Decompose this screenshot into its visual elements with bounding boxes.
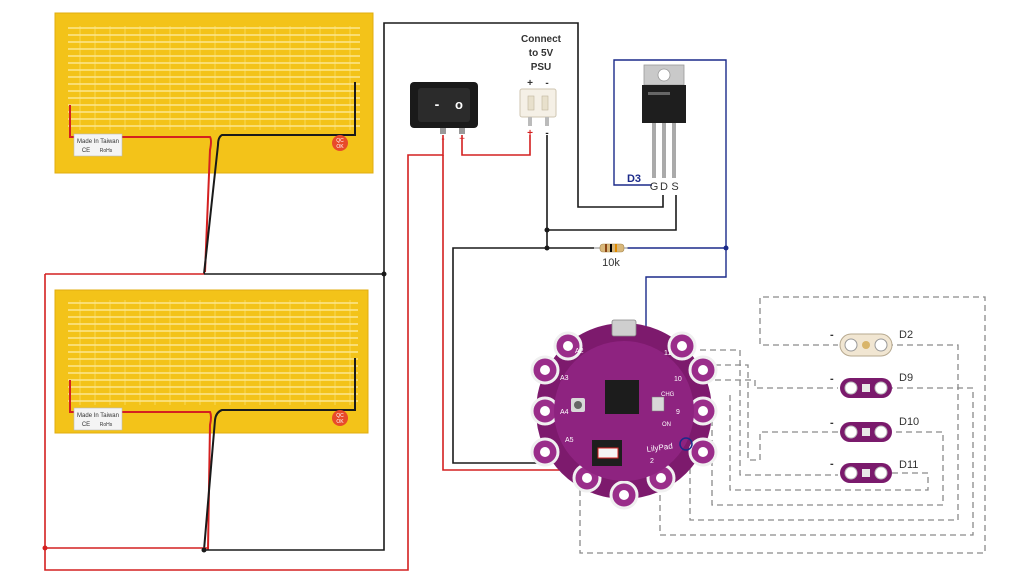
psu-minus-pin: - bbox=[545, 128, 548, 139]
mosfet-gate-label: G bbox=[650, 181, 659, 193]
pad-label-9: 9 bbox=[676, 409, 680, 416]
mosfet-pin-label: D3 bbox=[627, 173, 641, 185]
led-d10-minus: - bbox=[830, 417, 834, 429]
resistor-value-label: 10k bbox=[602, 257, 620, 269]
heater-label-rohs: RoHs bbox=[100, 148, 113, 154]
pad-label-a4: A4 bbox=[560, 409, 569, 416]
black-wires bbox=[204, 22, 677, 551]
pad-label-a5: A5 bbox=[565, 437, 574, 444]
lilypad-board: A2 A3 A4 A5 11 10 9 2 CHG ON LilyPad bbox=[530, 319, 718, 510]
switch-minus: - bbox=[441, 134, 444, 145]
heater-pad-2: Made In Taiwan CE RoHs QC OK bbox=[54, 289, 369, 551]
led-d2-minus: - bbox=[830, 329, 834, 341]
psu-label-line2: to 5V bbox=[529, 48, 554, 59]
pad-label-11: 11 bbox=[664, 350, 671, 357]
psu-connector: Connect to 5V PSU + - + - bbox=[519, 34, 562, 139]
psu-label-line3: PSU bbox=[531, 62, 552, 73]
pad-label-10: 10 bbox=[674, 376, 682, 383]
junction-dots bbox=[42, 227, 729, 553]
heater-2-label-ce: CE bbox=[82, 422, 90, 428]
led-d10-pin-label: D10 bbox=[899, 416, 919, 428]
psu-plus-top: + bbox=[527, 78, 533, 89]
pad-label-a2: A2 bbox=[575, 348, 584, 355]
psu-label-line1: Connect bbox=[521, 34, 562, 45]
heater-ok-mark: OK bbox=[336, 144, 344, 150]
mosfet-drain-label: D bbox=[660, 181, 668, 193]
led-d11-minus: - bbox=[830, 458, 834, 470]
rocker-switch: - o - + bbox=[410, 82, 478, 145]
heater-2-ok-mark: OK bbox=[336, 419, 344, 425]
heater-label-ce: CE bbox=[82, 148, 90, 154]
led-d11-pin-label: D11 bbox=[899, 459, 918, 471]
heater-2-label-rohs: RoHs bbox=[100, 422, 113, 428]
led-d9-pin-label: D9 bbox=[899, 372, 913, 384]
heater-label-made-in: Made In Taiwan bbox=[77, 139, 119, 145]
board-brand-label: LilyPad bbox=[646, 441, 673, 454]
switch-on-symbol: - bbox=[435, 96, 440, 112]
board-chg-label: CHG bbox=[661, 392, 675, 398]
resistor: 10k bbox=[547, 243, 628, 269]
led-d9: - D9 bbox=[830, 372, 913, 398]
pad-label-2: 2 bbox=[650, 458, 654, 465]
mosfet: G D S D3 bbox=[627, 64, 686, 193]
switch-plus: + bbox=[459, 134, 465, 145]
mosfet-source-label: S bbox=[671, 181, 678, 193]
led-d10: - D10 bbox=[830, 416, 919, 442]
dashed-led-wires bbox=[579, 296, 986, 554]
led-d2: - D2 bbox=[830, 329, 913, 357]
switch-off-symbol: o bbox=[455, 97, 463, 112]
led-d2-pin-label: D2 bbox=[899, 329, 913, 341]
psu-minus-top: - bbox=[545, 78, 548, 89]
heater-2-qc-mark: QC bbox=[336, 413, 344, 419]
blue-wires bbox=[613, 59, 727, 335]
psu-plus-pin: + bbox=[527, 128, 533, 139]
board-on-label: ON bbox=[662, 422, 671, 428]
heater-qc-mark: QC bbox=[336, 138, 344, 144]
pad-label-a3: A3 bbox=[560, 375, 569, 382]
heater-2-label-made-in: Made In Taiwan bbox=[77, 413, 119, 419]
led-d9-minus: - bbox=[830, 373, 834, 385]
led-d11: - D11 bbox=[830, 458, 918, 483]
heater-pad-1: Made In Taiwan CE RoHs QC OK bbox=[54, 12, 374, 275]
